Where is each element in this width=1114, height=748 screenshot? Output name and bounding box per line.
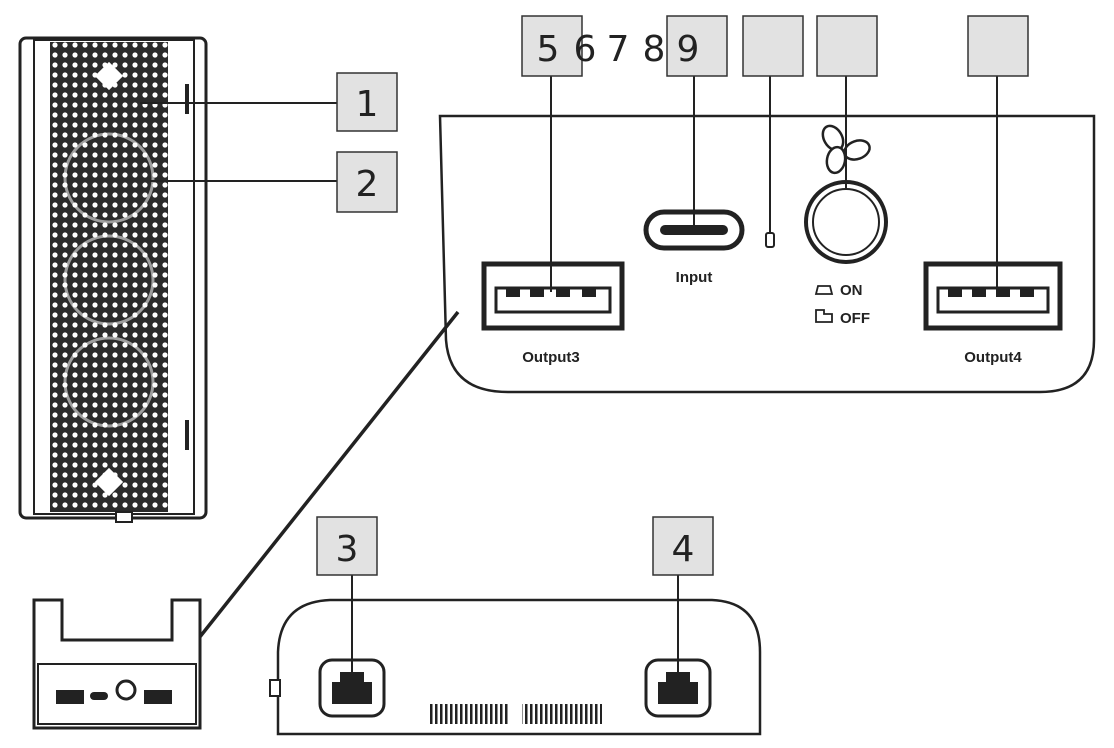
fan-icon xyxy=(63,234,155,326)
base-side-view xyxy=(269,598,762,736)
led-indicator-icon xyxy=(765,232,775,248)
fan-icon xyxy=(821,124,871,175)
fan-icon xyxy=(63,132,155,224)
port-icon xyxy=(144,690,172,704)
callout-1: 1 xyxy=(336,72,398,132)
dock-small-view xyxy=(32,598,202,730)
callout-7: 7 xyxy=(607,29,630,70)
device-front-view xyxy=(18,36,208,523)
svg-text:2: 2 xyxy=(356,164,379,205)
diamond-mark-icon xyxy=(94,61,124,91)
switch-on-icon xyxy=(814,285,834,295)
callout-8: 8 xyxy=(643,29,666,70)
output4-label: Output4 xyxy=(964,349,1022,366)
callout-2: 2 xyxy=(336,151,398,213)
svg-text:1: 1 xyxy=(356,84,379,125)
fan-grille xyxy=(50,42,168,512)
callout-9: 9 xyxy=(666,15,728,77)
callout-blank-box xyxy=(742,15,804,77)
svg-text:3: 3 xyxy=(336,529,359,570)
input-label: Input xyxy=(676,269,713,286)
callout-6: 6 xyxy=(574,29,597,70)
power-switch xyxy=(804,180,888,264)
port-panel-detail: Output3 Input ON OFF xyxy=(438,114,1096,394)
vent-slots xyxy=(430,704,510,724)
vent-slots xyxy=(522,704,602,724)
switch-on-label: ON xyxy=(840,282,863,299)
callout-5: 5 xyxy=(521,15,583,77)
callout-blank-box xyxy=(967,15,1029,77)
output3-label: Output3 xyxy=(522,349,580,366)
callout-blank-box xyxy=(816,15,878,77)
usb-a-port-output4 xyxy=(923,261,1063,331)
fan-icon xyxy=(63,336,155,428)
callout-3: 3 xyxy=(316,516,378,576)
svg-text:9: 9 xyxy=(677,29,700,70)
svg-text:5: 5 xyxy=(537,29,560,70)
port-icon xyxy=(90,692,108,700)
usb-a-port-output3 xyxy=(481,261,625,331)
switch-icon xyxy=(115,679,137,701)
switch-off-icon xyxy=(815,309,833,323)
switch-off-label: OFF xyxy=(840,310,870,327)
svg-text:4: 4 xyxy=(672,529,695,570)
callout-4: 4 xyxy=(652,516,714,576)
port-icon xyxy=(56,690,84,704)
